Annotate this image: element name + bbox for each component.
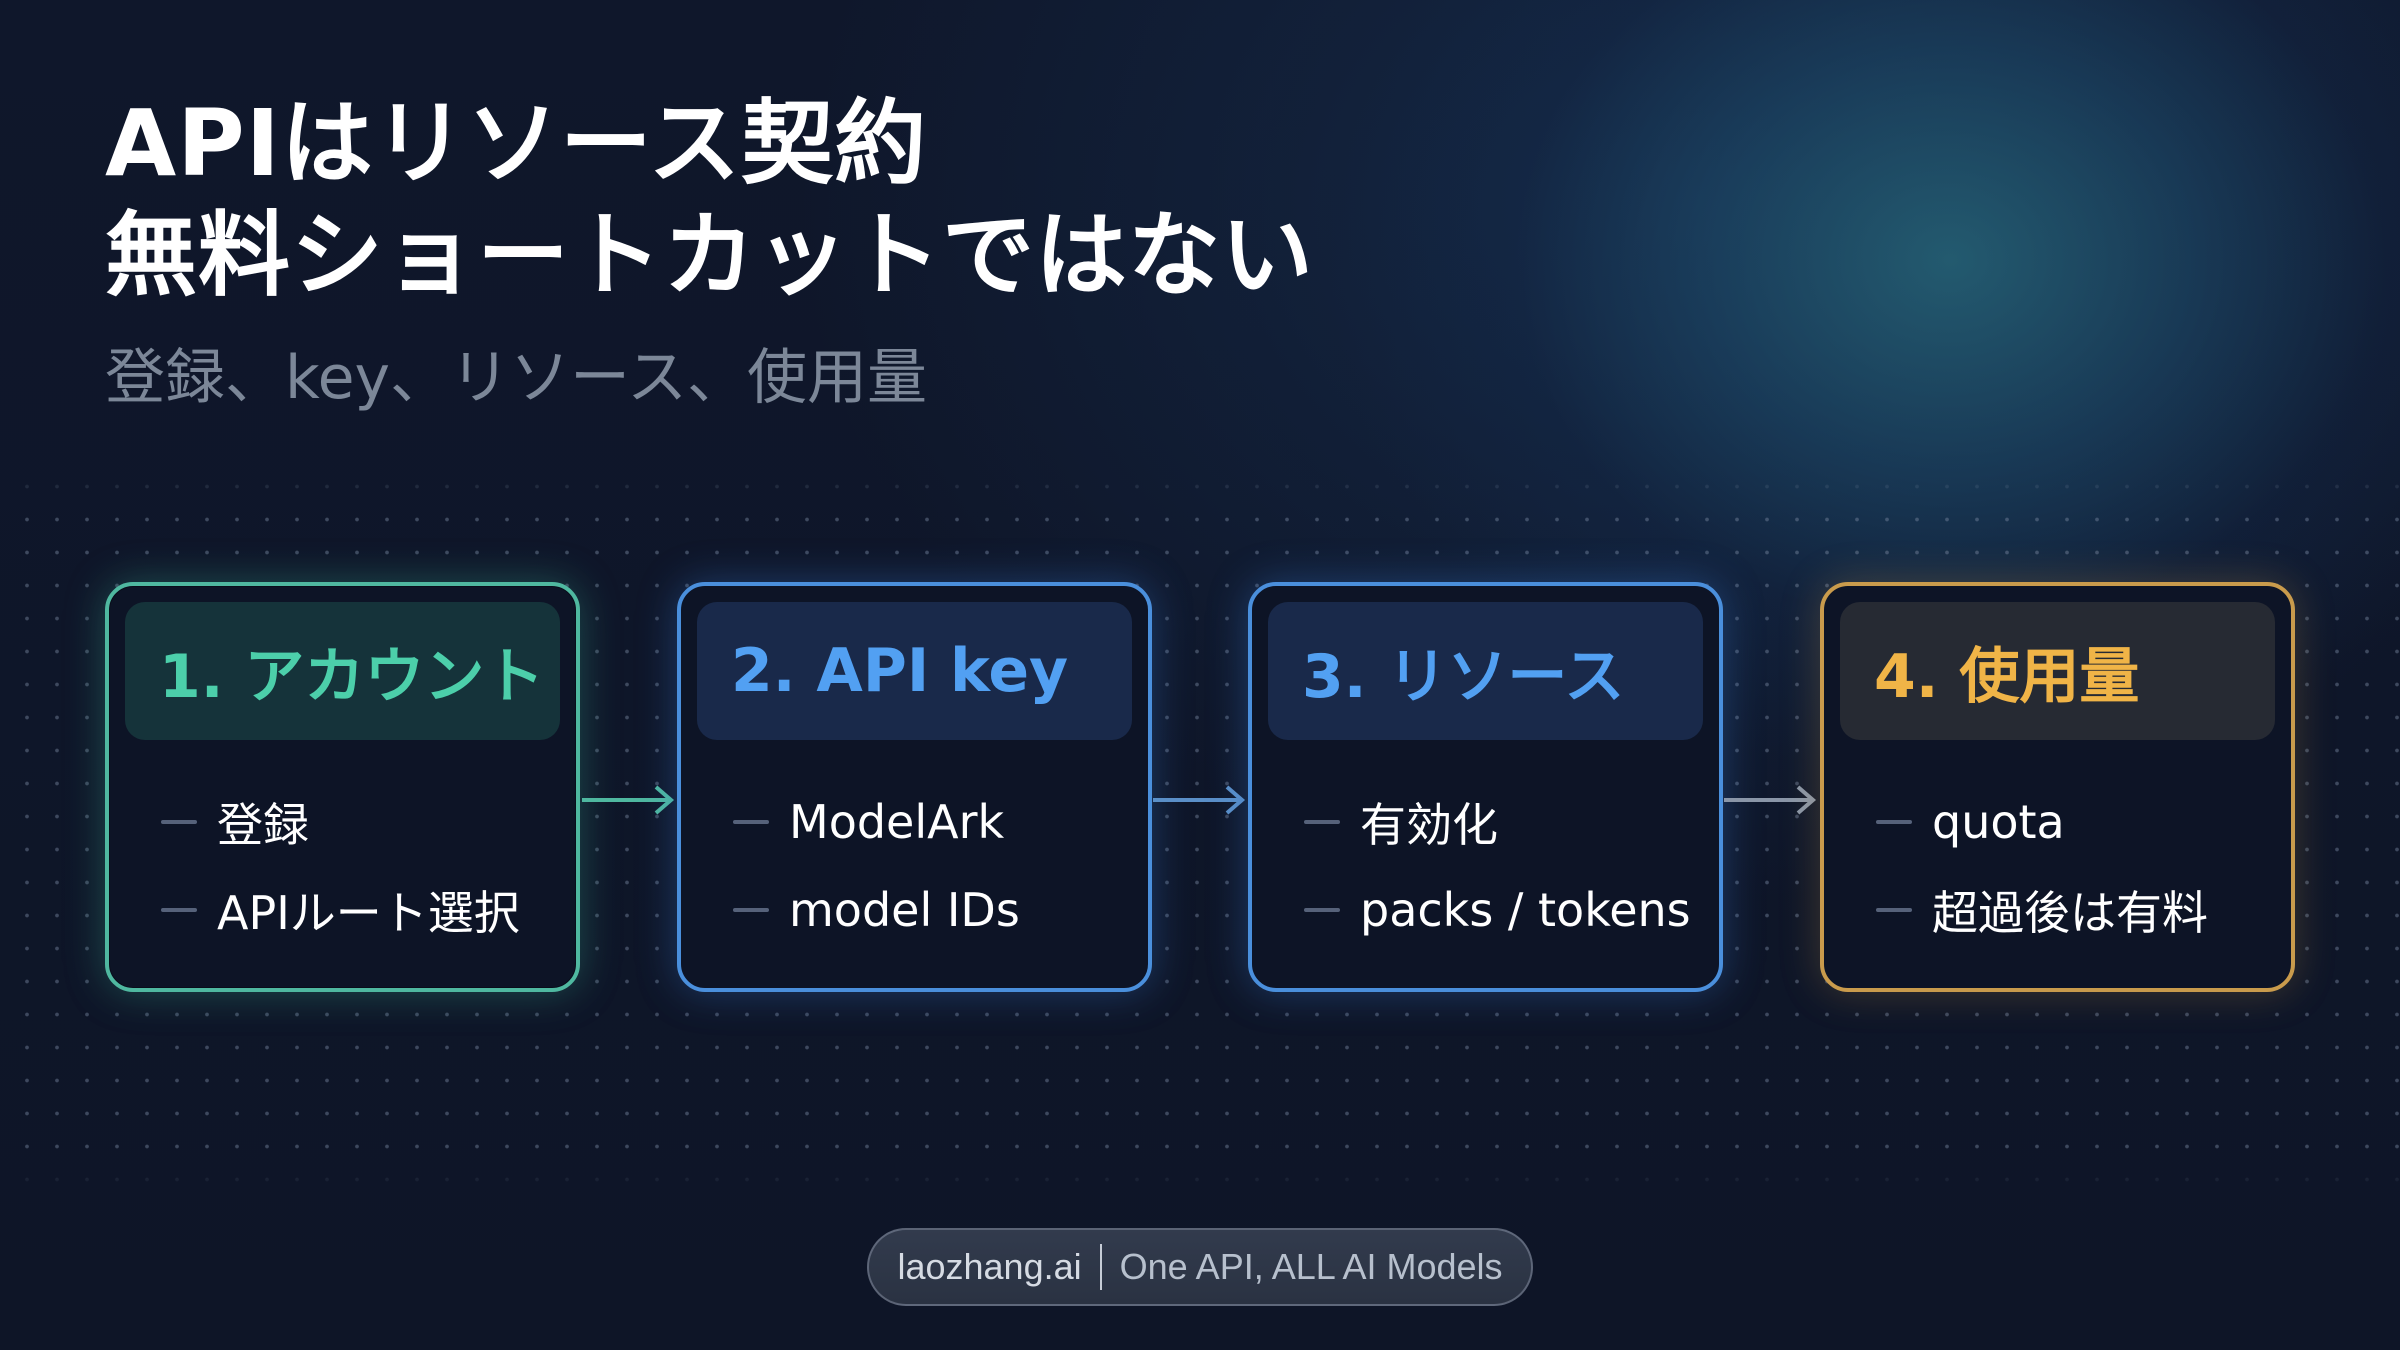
dash-icon xyxy=(1304,908,1340,912)
step-header: 2. API key xyxy=(697,602,1132,740)
dash-icon xyxy=(1304,820,1340,824)
footer-brand-pill: laozhang.ai One API, ALL AI Models xyxy=(867,1228,1533,1306)
bullet-item: 有効化 xyxy=(1304,778,1703,866)
dash-icon xyxy=(733,820,769,824)
dash-icon xyxy=(1876,908,1912,912)
step-card-api-key: 2. API key ModelArk model IDs xyxy=(677,582,1152,992)
bullet-text: 超過後は有料 xyxy=(1932,886,2208,940)
bullet-text: model IDs xyxy=(789,883,1020,937)
bullet-text: packs / tokens xyxy=(1360,883,1691,937)
step-bullets: 登録 APIルート選択 xyxy=(125,740,560,954)
dash-icon xyxy=(161,820,197,824)
slide-title: APIはリソース契約 無料ショートカットではない xyxy=(105,88,1314,312)
footer-separator xyxy=(1099,1244,1102,1290)
bullet-text: ModelArk xyxy=(789,795,1005,849)
title-line-1: APIはリソース契約 xyxy=(105,90,928,197)
slide-subtitle: 登録、key、リソース、使用量 xyxy=(105,343,928,413)
arrow-right-icon xyxy=(1153,780,1253,820)
bullet-text: APIルート選択 xyxy=(217,886,520,940)
bullet-item: 登録 xyxy=(161,778,560,866)
dash-icon xyxy=(733,908,769,912)
bullet-item: quota xyxy=(1876,778,2275,866)
step-header: 1. アカウント xyxy=(125,602,560,740)
bullet-text: quota xyxy=(1932,795,2065,849)
bullet-text: 登録 xyxy=(217,798,309,852)
step-bullets: 有効化 packs / tokens xyxy=(1268,740,1703,954)
step-header: 4. 使用量 xyxy=(1840,602,2275,740)
bullet-item: packs / tokens xyxy=(1304,866,1703,954)
step-card-usage: 4. 使用量 quota 超過後は有料 xyxy=(1820,582,2295,992)
footer-brand: laozhang.ai xyxy=(897,1246,1082,1287)
step-bullets: quota 超過後は有料 xyxy=(1840,740,2275,954)
arrow-right-icon xyxy=(1724,780,1824,820)
dash-icon xyxy=(1876,820,1912,824)
footer-tagline: One API, ALL AI Models xyxy=(1119,1246,1503,1287)
step-bullets: ModelArk model IDs xyxy=(697,740,1132,954)
bullet-item: model IDs xyxy=(733,866,1132,954)
dash-icon xyxy=(161,908,197,912)
step-card-account: 1. アカウント 登録 APIルート選択 xyxy=(105,582,580,992)
step-header: 3. リソース xyxy=(1268,602,1703,740)
bullet-text: 有効化 xyxy=(1360,798,1498,852)
arrow-right-icon xyxy=(582,780,682,820)
bullet-item: APIルート選択 xyxy=(161,866,560,954)
bullet-item: ModelArk xyxy=(733,778,1132,866)
bullet-item: 超過後は有料 xyxy=(1876,866,2275,954)
step-card-resource: 3. リソース 有効化 packs / tokens xyxy=(1248,582,1723,992)
title-line-2: 無料ショートカットではない xyxy=(105,202,1315,309)
